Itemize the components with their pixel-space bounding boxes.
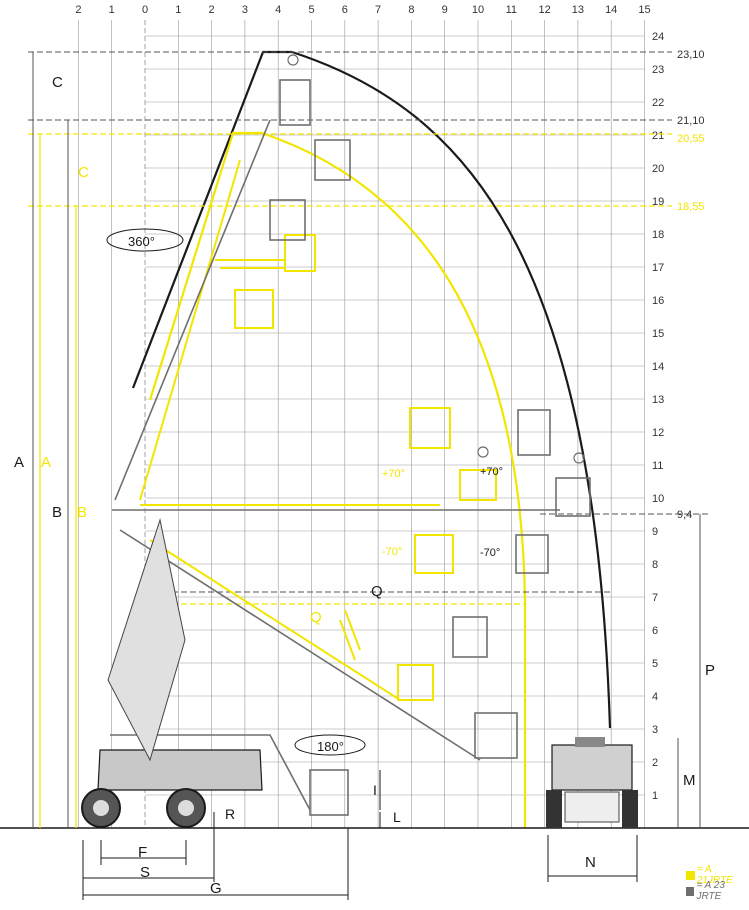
- y-tick-label: 5: [652, 658, 658, 670]
- marker-9-4: 9,4: [677, 509, 692, 521]
- dim-label-B-grey: B: [52, 504, 62, 521]
- y-tick-label: 3: [652, 724, 658, 736]
- x-tick-label: 12: [538, 4, 550, 16]
- dim-label-A-yellow: A: [41, 454, 51, 471]
- y-tick-label: 6: [652, 625, 658, 637]
- y-tick-label: 22: [652, 97, 664, 109]
- legend-label-a21: = A 21JRTE: [696, 864, 733, 886]
- y-tick-label: 2: [652, 757, 658, 769]
- dim-label-P: P: [705, 662, 715, 679]
- rotation-label-turret: 360°: [128, 234, 155, 249]
- operator-figures: [287, 54, 585, 464]
- x-tick-label: 11: [506, 4, 517, 16]
- horizontal-dimensions: [82, 770, 638, 900]
- y-tick-label: 1: [652, 790, 658, 802]
- dim-label-Q-grey: Q: [371, 583, 383, 600]
- legend-label-a23: = A 23 JRTE: [696, 880, 725, 902]
- dim-label-G: G: [210, 880, 222, 897]
- dim-label-F: F: [138, 844, 147, 861]
- dim-label-N: N: [585, 854, 596, 871]
- x-tick-label: 14: [605, 4, 617, 16]
- rotation-label-jib: 180°: [317, 739, 344, 754]
- x-tick-label: 7: [375, 4, 381, 16]
- dim-label-C-yellow: C: [78, 164, 89, 181]
- legend-swatch-a21: [686, 870, 695, 880]
- x-tick-label: 10: [472, 4, 484, 16]
- x-tick-label: 2: [209, 4, 215, 16]
- marker-23-10: 23,10: [677, 49, 705, 61]
- y-tick-label: 18: [652, 229, 664, 241]
- labels: 23,10 21,10 20,55 18,55 9,4 A A B B C C …: [14, 49, 715, 897]
- y-tick-label: 20: [652, 163, 664, 175]
- dim-label-C-grey: C: [52, 74, 63, 91]
- dim-label-A-grey: A: [14, 454, 24, 471]
- x-tick-label: 8: [408, 4, 414, 16]
- dim-label-I: I: [373, 782, 377, 798]
- x-tick-label: 3: [242, 4, 248, 16]
- dim-label-S: S: [140, 864, 150, 881]
- x-tick-label: 0: [142, 4, 148, 16]
- dim-label-Q-yellow: Q: [310, 609, 322, 626]
- y-tick-label: 11: [652, 460, 663, 472]
- y-tick-label: 19: [652, 196, 664, 208]
- rotation-arrows: [106, 228, 366, 756]
- y-tick-label: 23: [652, 64, 664, 76]
- x-tick-label: 1: [175, 4, 181, 16]
- y-tick-label: 12: [652, 427, 664, 439]
- marker-20-55: 20,55: [677, 133, 705, 145]
- dim-label-M: M: [683, 772, 696, 789]
- legend-swatch-a23: [686, 886, 695, 896]
- envelope-a21-outer: [148, 131, 527, 828]
- machine-chassis-side: [81, 518, 263, 828]
- grid: [78, 20, 645, 829]
- dim-label-R: R: [225, 806, 235, 822]
- y-tick-label: 17: [652, 262, 664, 274]
- y-tick-label: 13: [652, 394, 664, 406]
- legend-item-a23: = A 23 JRTE: [686, 880, 749, 902]
- arm-a21-positions: [139, 159, 497, 701]
- dim-label-B-yellow: B: [77, 504, 87, 521]
- rotation-label-jib-down-yellow: -70°: [382, 546, 402, 558]
- envelope-a23-outer: [131, 50, 612, 729]
- rotation-label-jib-up-yellow: +70°: [382, 468, 405, 480]
- x-tick-label: 1: [109, 4, 115, 16]
- y-tick-label: 14: [652, 361, 664, 373]
- arm-a23-positions: [110, 79, 591, 816]
- machine-chassis-front: [546, 737, 638, 828]
- y-tick-label: 21: [652, 130, 664, 142]
- marker-21-10: 21,10: [677, 115, 705, 127]
- x-tick-label: 4: [275, 4, 281, 16]
- y-tick-label: 16: [652, 295, 664, 307]
- y-tick-label: 24: [652, 31, 664, 43]
- x-tick-label: 15: [638, 4, 650, 16]
- y-tick-label: 8: [652, 559, 658, 571]
- x-tick-label: 2: [75, 4, 81, 16]
- y-tick-label: 7: [652, 592, 658, 604]
- rotation-label-jib-up-grey: +70°: [480, 466, 503, 478]
- x-tick-label: 5: [308, 4, 314, 16]
- x-tick-label: 9: [442, 4, 448, 16]
- x-tick-label: 6: [342, 4, 348, 16]
- y-tick-label: 9: [652, 526, 658, 538]
- y-tick-label: 15: [652, 328, 664, 340]
- dim-label-L: L: [393, 809, 401, 825]
- y-tick-label: 4: [652, 691, 658, 703]
- legend-item-a21: = A 21JRTE: [686, 864, 749, 886]
- marker-18-55: 18,55: [677, 201, 705, 213]
- rotation-label-jib-down-grey: -70°: [480, 547, 500, 559]
- x-tick-label: 13: [572, 4, 584, 16]
- y-tick-label: 10: [652, 493, 664, 505]
